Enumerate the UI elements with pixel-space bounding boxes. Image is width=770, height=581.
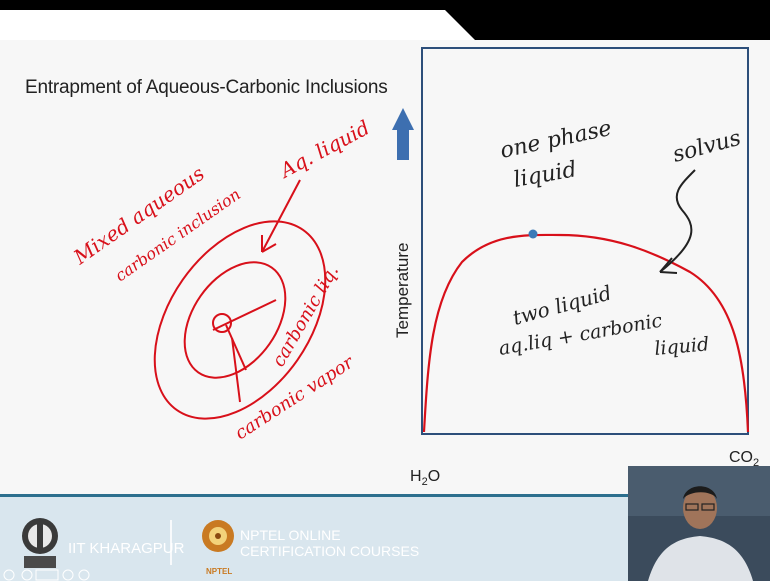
carbonic-liq-label: carbonic liq. [268,262,343,371]
slide-title: Entrapment of Aqueous-Carbonic Inclusion… [25,77,388,98]
player-controls[interactable] [2,568,92,581]
aq-liquid-label: Aq. liquid [274,115,373,183]
y-axis-label: Temperature [393,243,412,338]
x-axis-right-label: CO2 [729,449,759,469]
two-liquid-line3: liquid [654,333,711,360]
footer-divider [170,520,172,565]
presenter-video [628,466,770,581]
footer-rule [0,494,770,497]
slide-top-bar [0,0,770,40]
solvus-pointer [659,169,696,273]
solvus-label: solvus [670,126,744,168]
diagram-frame [421,47,749,435]
iit-logo [22,518,58,568]
nptel-courses-label: NPTEL ONLINE CERTIFICATION COURSES [240,527,419,559]
critical-point [528,229,538,239]
aq-liquid-pointer [261,179,301,253]
phase-diagram: Temperature H2O CO2 one phase liquid sol… [68,47,759,488]
solvus-curve [422,233,750,433]
nptel-line1: NPTEL ONLINE [240,527,341,543]
nptel-small-label: NPTEL [206,567,233,576]
iit-kharagpur-label: IIT KHARAGPUR [68,540,185,557]
nptel-line2: CERTIFICATION COURSES [240,543,420,559]
one-phase-line1: one phase [498,116,614,164]
inclusion-sketch [153,220,327,420]
arrowhead-icon [659,257,678,274]
one-phase-line2: liquid [512,157,579,193]
nptel-logo [202,520,234,552]
arrowhead-icon [261,235,277,253]
x-axis-left-label: H2O [410,468,440,488]
up-arrow-icon [392,108,414,160]
